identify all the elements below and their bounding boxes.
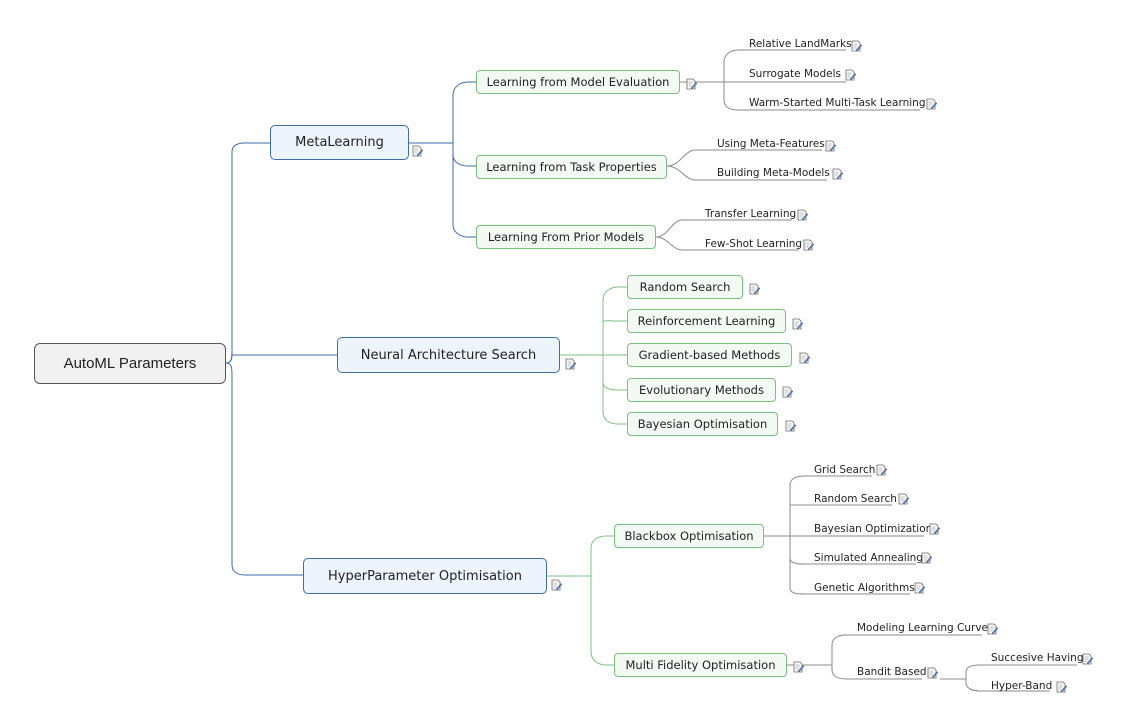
nas-random-search-node[interactable]: Random Search <box>627 275 743 299</box>
prior-models-node[interactable]: Learning From Prior Models <box>476 225 656 249</box>
leaf-few-shot-learning[interactable]: Few-Shot Learning <box>705 238 803 250</box>
nas-evolutionary-label: Evolutionary Methods <box>639 383 764 397</box>
root-node[interactable]: AutoML Parameters <box>34 343 226 384</box>
note-icon[interactable] <box>927 664 939 679</box>
leaf-random-search[interactable]: Random Search <box>814 493 897 505</box>
note-icon[interactable] <box>1056 678 1068 693</box>
model-evaluation-label: Learning from Model Evaluation <box>486 75 670 89</box>
nas-reinforcement-label: Reinforcement Learning <box>637 314 776 328</box>
leaf-using-meta-features[interactable]: Using Meta-Features <box>717 138 825 150</box>
note-icon[interactable] <box>921 549 933 564</box>
note-icon[interactable] <box>987 620 999 635</box>
task-properties-node[interactable]: Learning from Task Properties <box>476 155 667 179</box>
leaf-transfer-learning[interactable]: Transfer Learning <box>705 208 797 220</box>
note-icon[interactable] <box>914 579 926 594</box>
multi-fidelity-label: Multi Fidelity Optimisation <box>625 658 776 672</box>
leaf-bayesian-optimization[interactable]: Bayesian Optimization <box>814 523 933 535</box>
nas-gradient-node[interactable]: Gradient-based Methods <box>627 343 792 367</box>
note-icon[interactable] <box>792 315 804 330</box>
note-icon[interactable] <box>565 355 577 370</box>
leaf-succesive-having[interactable]: Succesive Having <box>991 652 1084 664</box>
leaf-modeling-learning-curve[interactable]: Modeling Learning Curve <box>857 622 988 634</box>
prior-models-label: Learning From Prior Models <box>487 230 645 244</box>
multi-fidelity-node[interactable]: Multi Fidelity Optimisation <box>614 653 787 677</box>
note-icon[interactable] <box>803 236 815 251</box>
blackbox-label: Blackbox Optimisation <box>624 529 754 543</box>
note-icon[interactable] <box>749 280 761 295</box>
note-icon[interactable] <box>1082 650 1094 665</box>
note-icon[interactable] <box>898 490 910 505</box>
nas-bayesian-node[interactable]: Bayesian Optimisation <box>627 412 778 436</box>
note-icon[interactable] <box>851 37 863 52</box>
nas-node[interactable]: Neural Architecture Search <box>337 337 560 373</box>
metalearning-node[interactable]: MetaLearning <box>270 125 409 160</box>
note-icon[interactable] <box>782 383 794 398</box>
nas-gradient-label: Gradient-based Methods <box>638 348 781 362</box>
leaf-bandit-based[interactable]: Bandit Based <box>857 666 927 678</box>
leaf-warm-started[interactable]: Warm-Started Multi-Task Learning <box>749 97 926 109</box>
note-icon[interactable] <box>412 142 424 157</box>
note-icon[interactable] <box>845 66 857 81</box>
note-icon[interactable] <box>551 576 563 591</box>
nas-bayesian-label: Bayesian Optimisation <box>637 417 768 431</box>
hpo-label: HyperParameter Optimisation <box>328 568 522 584</box>
hpo-node[interactable]: HyperParameter Optimisation <box>303 558 547 594</box>
leaf-building-meta-models[interactable]: Building Meta-Models <box>717 167 830 179</box>
note-icon[interactable] <box>832 165 844 180</box>
leaf-simulated-annealing[interactable]: Simulated Annealing <box>814 552 923 564</box>
note-icon[interactable] <box>793 658 805 673</box>
model-evaluation-node[interactable]: Learning from Model Evaluation <box>476 70 680 94</box>
leaf-hyper-band[interactable]: Hyper-Band <box>991 680 1053 692</box>
task-properties-label: Learning from Task Properties <box>486 160 657 174</box>
note-icon[interactable] <box>929 520 941 535</box>
note-icon[interactable] <box>876 461 888 476</box>
note-icon[interactable] <box>797 206 809 221</box>
nas-random-search-label: Random Search <box>639 280 731 294</box>
leaf-genetic-algorithms[interactable]: Genetic Algorithms <box>814 582 915 594</box>
blackbox-node[interactable]: Blackbox Optimisation <box>614 524 764 548</box>
note-icon[interactable] <box>926 95 938 110</box>
note-icon[interactable] <box>785 417 797 432</box>
leaf-surrogate-models[interactable]: Surrogate Models <box>749 68 841 80</box>
note-icon[interactable] <box>825 137 837 152</box>
note-icon[interactable] <box>686 75 698 90</box>
note-icon[interactable] <box>799 349 811 364</box>
nas-label: Neural Architecture Search <box>360 347 537 363</box>
leaf-relative-landmarks[interactable]: Relative LandMarks <box>749 38 852 50</box>
leaf-grid-search[interactable]: Grid Search <box>814 464 876 476</box>
nas-reinforcement-node[interactable]: Reinforcement Learning <box>627 309 786 333</box>
nas-evolutionary-node[interactable]: Evolutionary Methods <box>627 378 776 402</box>
metalearning-label: MetaLearning <box>295 135 384 150</box>
root-label: AutoML Parameters <box>63 355 197 372</box>
